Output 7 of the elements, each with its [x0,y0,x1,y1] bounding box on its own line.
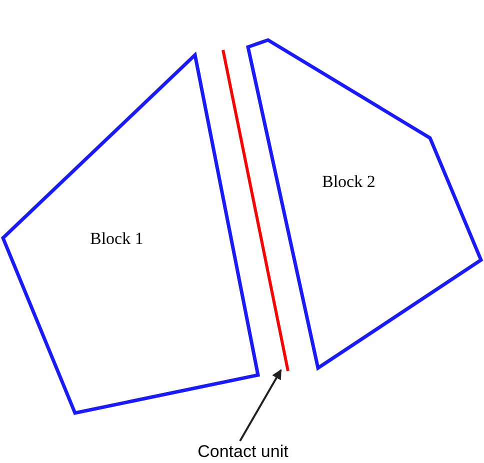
block-label: Block 1 [90,229,144,249]
block-shape [2,53,260,415]
leader-arrow [239,369,282,442]
contact-line [220,48,291,373]
contact-label: Contact unit [180,441,306,463]
block-label: Block 2 [322,172,376,192]
block-shape [246,38,483,370]
